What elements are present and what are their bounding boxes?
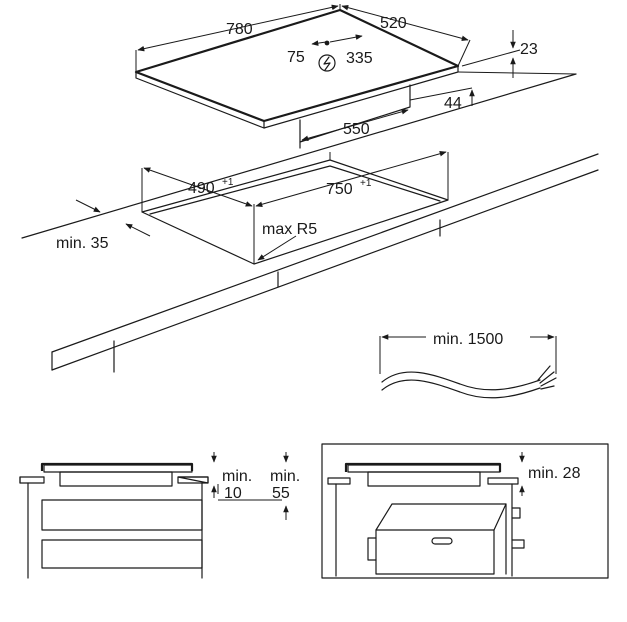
worktop-cutout-view: 490 +1 750 +1 max R5 min. 35: [21, 73, 599, 373]
oven-view-frame: [321, 443, 609, 579]
power-cable-view: min. 1500: [379, 331, 557, 399]
cable-length-label: min. 1500: [433, 331, 503, 348]
connection-depth-label: 335: [346, 50, 373, 67]
cutout-width-label: 750: [326, 181, 353, 198]
cutout-width-tolerance: +1: [360, 178, 372, 189]
corner-radius-label: max R5: [262, 221, 317, 238]
cutout-depth-tolerance: +1: [222, 177, 234, 188]
hob-inner-height-label: 44: [444, 95, 462, 112]
power-connection-icon: [318, 54, 336, 72]
clearance-value: 10: [224, 485, 242, 502]
hob-3d-view: 780 520 75 335 23 44 550: [134, 4, 577, 149]
space-min-label: min.: [270, 468, 300, 485]
hob-bottom-width-label: 550: [343, 121, 370, 138]
side-view-drawers: min. 10 min. 55: [19, 452, 300, 579]
space-value: 55: [272, 485, 290, 502]
hob-width-label: 780: [226, 21, 253, 38]
hob-height-label: 23: [520, 41, 538, 58]
hob-depth-label: 520: [380, 15, 407, 32]
connection-offset-label: 75: [287, 49, 305, 66]
cutout-depth-label: 490: [188, 180, 215, 197]
min-front-distance-label: min. 35: [56, 235, 109, 252]
side-view-oven: min. 28: [321, 443, 609, 579]
clearance-min-label: min.: [222, 468, 252, 485]
oven-clearance-label: min. 28: [528, 465, 581, 482]
